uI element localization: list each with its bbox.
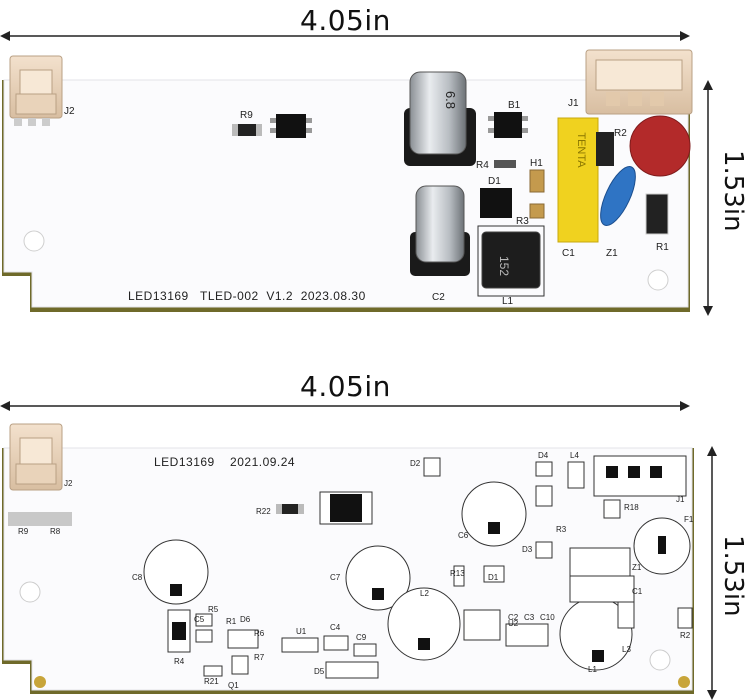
svg-text:C9: C9	[356, 633, 367, 642]
svg-text:R5: R5	[208, 605, 219, 614]
svg-text:D3: D3	[522, 545, 533, 554]
svg-text:R2: R2	[680, 631, 691, 640]
svg-text:R21: R21	[204, 677, 219, 686]
svg-text:C1: C1	[632, 587, 643, 596]
svg-text:Q1: Q1	[228, 681, 239, 690]
svg-text:C3: C3	[524, 613, 535, 622]
svg-text:C10: C10	[540, 613, 555, 622]
svg-text:D1: D1	[488, 176, 501, 187]
svg-text:R2: R2	[614, 128, 627, 139]
svg-text:R6: R6	[254, 629, 265, 638]
svg-text:C4: C4	[330, 623, 341, 632]
svg-text:J2: J2	[64, 479, 73, 488]
top-width-arrow	[0, 31, 690, 41]
svg-text:C2: C2	[508, 613, 519, 622]
svg-text:J1: J1	[676, 495, 685, 504]
top-height-label: 1.53in	[718, 150, 748, 232]
svg-text:U2: U2	[508, 619, 519, 628]
top-label-j2: J2	[64, 106, 75, 117]
svg-text:C1: C1	[562, 248, 575, 259]
top-j2-connector	[9, 55, 63, 126]
svg-text:Z1: Z1	[606, 248, 618, 259]
svg-text:R1: R1	[226, 617, 237, 626]
svg-text:F1: F1	[684, 515, 694, 524]
bottom-width-arrow	[0, 401, 690, 411]
top-silkscreen: LED13169 TLED-002 V1.2 2023.08.30	[128, 289, 366, 303]
svg-text:R22: R22	[256, 507, 271, 516]
top-label-j1: J1	[568, 98, 579, 109]
svg-text:L4: L4	[570, 451, 579, 460]
svg-text:L1: L1	[588, 665, 597, 674]
bottom-height-label: 1.53in	[718, 535, 748, 617]
top-j1-connector	[585, 49, 693, 115]
svg-text:R13: R13	[450, 569, 465, 578]
svg-text:D6: D6	[240, 615, 251, 624]
top-height-arrow	[703, 80, 713, 316]
bottom-pcb-board: J2 J1 R9 R8 R22 C8 C7 C6 D2 D4 L4 R18 F1…	[2, 423, 694, 694]
bottom-height-arrow	[707, 446, 717, 700]
svg-text:C2: C2	[432, 292, 445, 303]
svg-text:D2: D2	[410, 459, 421, 468]
svg-text:R18: R18	[624, 503, 639, 512]
svg-text:R7: R7	[254, 653, 265, 662]
svg-text:H1: H1	[530, 158, 543, 169]
svg-text:R9: R9	[18, 527, 29, 536]
svg-text:B1: B1	[508, 100, 521, 111]
svg-text:C5: C5	[194, 615, 205, 624]
svg-text:U1: U1	[296, 627, 307, 636]
svg-text:D1: D1	[488, 573, 499, 582]
svg-text:D5: D5	[314, 667, 325, 676]
top-width-label: 4.05in	[300, 4, 391, 37]
svg-text:C7: C7	[330, 573, 341, 582]
svg-text:D4: D4	[538, 451, 549, 460]
svg-text:R4: R4	[174, 657, 185, 666]
svg-text:R1: R1	[656, 242, 669, 253]
svg-text:R4: R4	[476, 160, 489, 171]
svg-text:R8: R8	[50, 527, 61, 536]
svg-text:L1: L1	[502, 296, 514, 307]
svg-text:152: 152	[497, 256, 511, 276]
bottom-width-label: 4.05in	[300, 370, 391, 403]
svg-text:R3: R3	[556, 525, 567, 534]
svg-text:R3: R3	[516, 216, 529, 227]
svg-text:L2: L2	[420, 589, 429, 598]
svg-text:TENTA: TENTA	[575, 132, 587, 168]
top-pcb-board: 6.8 152 TENTA J2 J1 R9 B1 R4 D1 H1 R3 C2…	[2, 49, 693, 312]
svg-text:C8: C8	[132, 573, 143, 582]
svg-text:Z1: Z1	[632, 563, 642, 572]
svg-text:L3: L3	[622, 645, 631, 654]
bottom-silkscreen: LED13169 2021.09.24	[154, 455, 295, 469]
top-cap1-line1: 6.8	[443, 91, 458, 109]
svg-text:R9: R9	[240, 110, 253, 121]
svg-text:C6: C6	[458, 531, 469, 540]
